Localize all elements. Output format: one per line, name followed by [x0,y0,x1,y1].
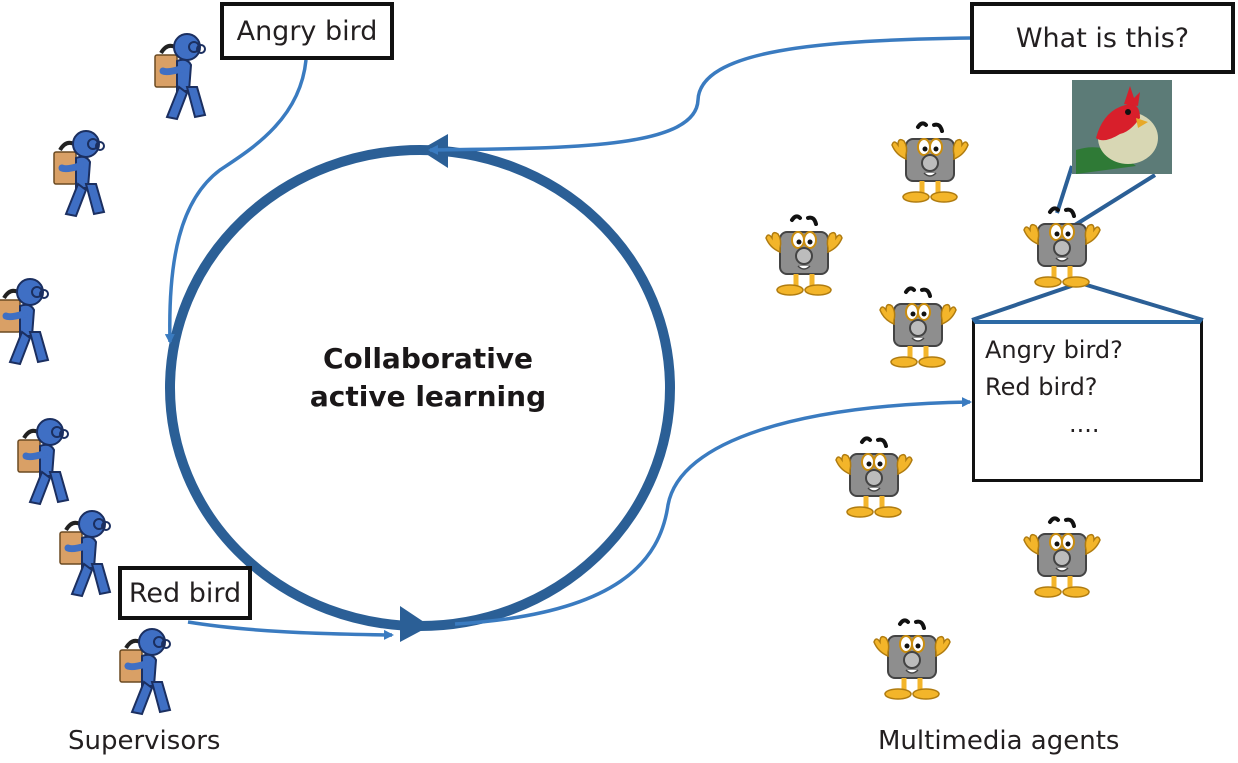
camera-agent-icon [1024,208,1100,287]
cycle-arrowhead-bottom-icon [400,606,430,642]
supervisors-label: Supervisors [68,726,221,756]
answer-label: Angry bird [236,15,378,47]
camera-agent-icon [766,216,842,295]
camera-agent-icon [874,620,950,699]
camera-agent-icon [836,438,912,517]
agent-hypotheses-box: Angry bird? Red bird? .... [972,320,1203,482]
supervisor-answer-angry-bird: Angry bird [220,2,394,60]
query-label: What is this? [1015,22,1190,54]
camera-agent-icon [880,288,956,367]
angry-bird-to-cycle-arrow [164,59,308,344]
cycle-title: Collaborative active learning [278,340,578,416]
hypothesis-item: Angry bird? [985,336,1123,364]
supervisor-answer-red-bird: Red bird [118,566,252,620]
image-to-agent-links [1055,165,1157,227]
agents-label: Multimedia agents [878,726,1120,756]
cycle-title-line: Collaborative [322,342,534,375]
supervisor-figure-icon [60,511,110,596]
red-bird-to-cycle-arrow [187,620,394,640]
cycle-title-line: active learning [309,380,547,413]
hypothesis-item: Red bird? [985,373,1098,401]
supervisor-figure-icon [120,629,170,714]
supervisor-figure-icon [54,131,104,216]
camera-agent-icon [892,123,968,202]
camera-agent-icon [1024,518,1100,597]
query-to-cycle-arrow [428,36,973,155]
query-bird-image [1072,80,1172,174]
supervisor-figure-icon [155,34,205,119]
supervisor-figure-icon [0,279,48,364]
answer-label: Red bird [128,577,242,609]
supervisor-figure-icon [18,419,68,504]
hypothesis-ellipsis: .... [1069,410,1100,438]
agent-callout-lines [971,281,1204,322]
query-box: What is this? [970,2,1235,74]
cycle-to-agents-arrow [454,397,972,626]
